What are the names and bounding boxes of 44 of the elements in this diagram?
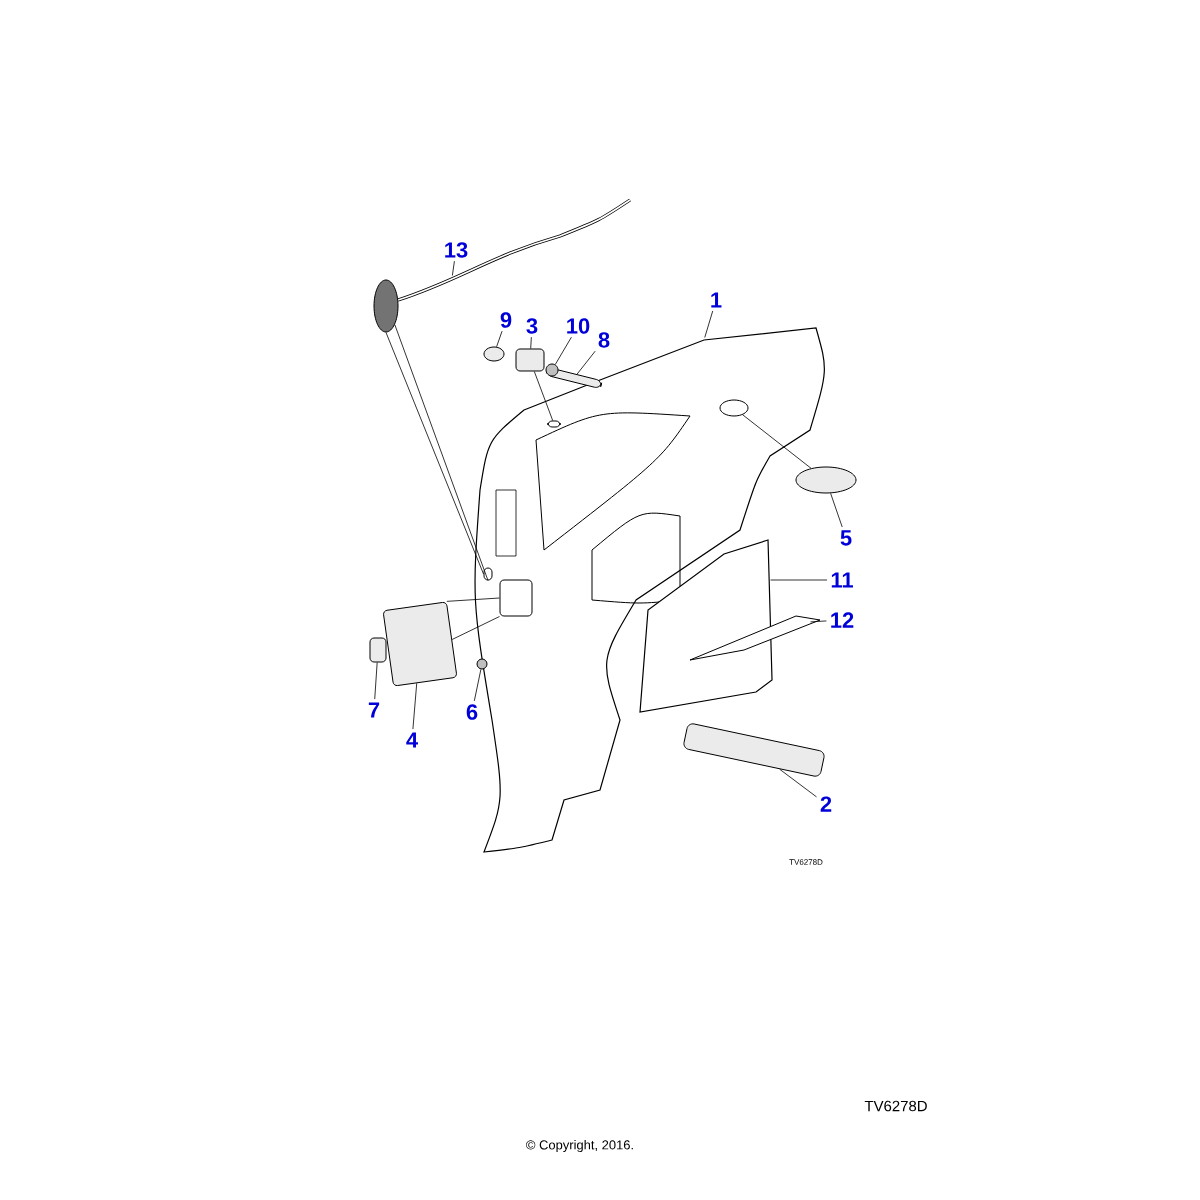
callout-number: 5 — [840, 530, 852, 546]
part-drawing — [719, 399, 749, 417]
callout-number: 9 — [500, 312, 512, 328]
leader-line — [576, 350, 596, 375]
assembly-line — [451, 616, 500, 640]
part-drawing — [683, 723, 825, 777]
part-drawing — [483, 346, 505, 362]
leader-line — [779, 768, 817, 798]
callout-number: 10 — [567, 318, 590, 334]
part-drawing — [483, 567, 493, 581]
part-drawing — [545, 363, 559, 377]
leader-line — [830, 492, 843, 528]
part-drawing — [547, 420, 561, 428]
part-drawing — [795, 466, 857, 494]
leader-line — [530, 336, 532, 349]
part-drawing — [397, 198, 631, 302]
leader-line — [451, 260, 455, 276]
callout-number: 12 — [831, 612, 854, 628]
part-drawing — [689, 615, 821, 661]
leader-line — [496, 330, 503, 348]
assembly-line — [446, 597, 500, 602]
callout-number: 7 — [368, 702, 380, 718]
assembly-line — [533, 371, 554, 421]
leader-line — [473, 669, 482, 702]
callout-number: 2 — [820, 796, 832, 812]
part-drawing — [373, 279, 399, 333]
part-drawing — [499, 579, 533, 617]
part-drawing — [515, 348, 545, 372]
callout-number: 11 — [831, 572, 853, 588]
leader-line — [554, 336, 572, 365]
assembly-line — [742, 414, 812, 469]
leader-line — [412, 682, 418, 730]
callout-number: 4 — [406, 732, 418, 748]
callout-number: 8 — [598, 332, 610, 348]
part-drawing — [476, 658, 488, 670]
leader-line — [704, 310, 714, 338]
callout-number: 6 — [466, 704, 478, 720]
callout-number: 1 — [711, 292, 722, 308]
leader-line — [374, 662, 378, 700]
leader-line — [810, 620, 827, 623]
part-drawing — [369, 637, 387, 663]
callout-number: 3 — [526, 318, 538, 334]
part-drawing — [383, 601, 457, 687]
leader-line — [770, 579, 828, 581]
